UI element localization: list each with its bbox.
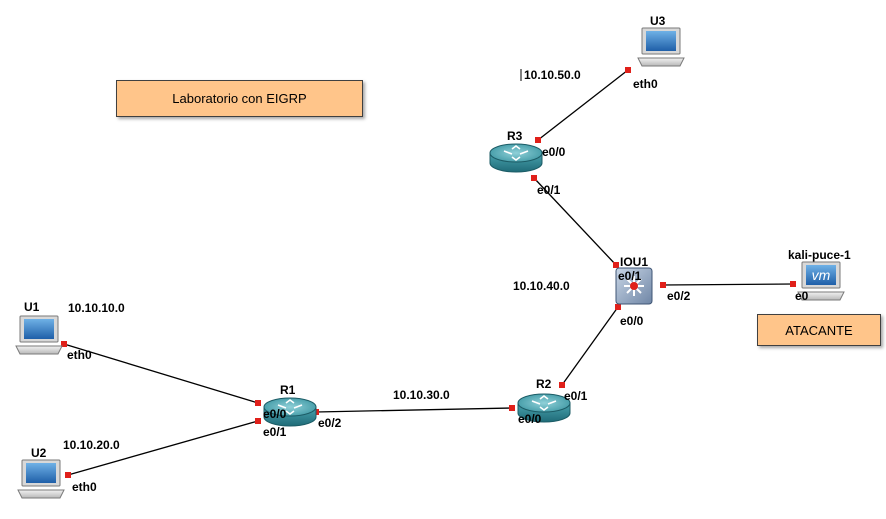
pc-icon-u1[interactable] [15,315,63,355]
iface-label-r1-e00: e0/0 [263,407,287,421]
iface-label-r1-e01: e0/1 [263,425,287,439]
link-iou1-kali[interactable] [662,283,794,286]
switch-icon-iou1[interactable] [615,267,653,305]
pc-icon-u3[interactable] [637,27,685,67]
port-iou1-e02[interactable] [660,282,666,288]
port-u1-eth0[interactable] [61,341,67,347]
iface-label-r3-e00: e0/0 [542,145,566,159]
port-u2-eth0[interactable] [65,472,71,478]
attacker-text: ATACANTE [785,322,853,338]
iface-label-r2-e00: e0/0 [518,412,542,426]
device-label-r2: R2 [536,377,552,391]
device-label-kali: kali-puce-1 [788,248,851,262]
port-r2-e00[interactable] [509,405,515,411]
link-r3-iou1[interactable] [533,177,617,266]
links [63,69,794,476]
network-label-20: 10.10.20.0 [63,438,120,452]
link-u1-r1[interactable] [63,343,259,404]
iface-label-iou1-e02: e0/2 [667,289,691,303]
device-label-u2: U2 [31,446,47,460]
network-label-30: 10.10.30.0 [393,388,450,402]
vm-badge-text: vm [812,267,831,283]
network-label-40: 10.10.40.0 [513,279,570,293]
port-iou1-e00[interactable] [615,304,621,310]
link-r1-r2[interactable] [315,407,513,413]
port-u3-eth0[interactable] [625,67,631,73]
pc-icon-u2[interactable] [17,459,65,499]
iface-label-kali-e0: e0 [795,289,809,303]
port-r2-e01[interactable] [559,382,565,388]
device-label-iou1: IOU1 [620,255,649,269]
iface-label-u1-eth0: eth0 [67,348,92,362]
port-r1-e00[interactable] [255,400,261,406]
port-kali-e0[interactable] [790,281,796,287]
network-label-10: 10.10.10.0 [68,301,125,315]
port-r1-e01[interactable] [255,418,261,424]
router-icon-r1[interactable] [263,397,317,427]
iface-label-r1-e02: e0/2 [318,416,342,430]
attacker-note[interactable]: ATACANTE [757,314,881,346]
lab-title-text: Laboratorio con EIGRP [172,91,307,106]
link-u2-r1[interactable] [67,420,259,476]
router-icon-r3[interactable] [489,143,543,173]
iface-label-iou1-e00: e0/0 [620,314,644,328]
device-label-r3: R3 [507,129,523,143]
router-icon-r2[interactable] [517,393,571,423]
iface-label-r2-e01: e0/1 [564,389,588,403]
port-iou1-e01[interactable] [613,262,619,268]
iface-label-r3-e01: e0/1 [537,183,561,197]
port-r3-e00[interactable] [535,137,541,143]
port-markers [61,67,796,478]
iface-label-u2-eth0: eth0 [72,480,97,494]
device-label-r1: R1 [280,383,296,397]
network-label-50: 10.10.50.0 [524,68,581,82]
device-label-u1: U1 [24,300,40,314]
iface-label-u3-eth0: eth0 [633,77,658,91]
device-label-u3: U3 [650,14,666,28]
iface-label-iou1-e01: e0/1 [618,269,642,283]
link-r2-iou1[interactable] [561,306,619,386]
port-r3-e01[interactable] [531,175,537,181]
vm-host-icon-kali[interactable]: vm [797,261,845,301]
link-r3-u3[interactable] [537,69,629,141]
lab-title-note[interactable]: Laboratorio con EIGRP [116,80,363,117]
